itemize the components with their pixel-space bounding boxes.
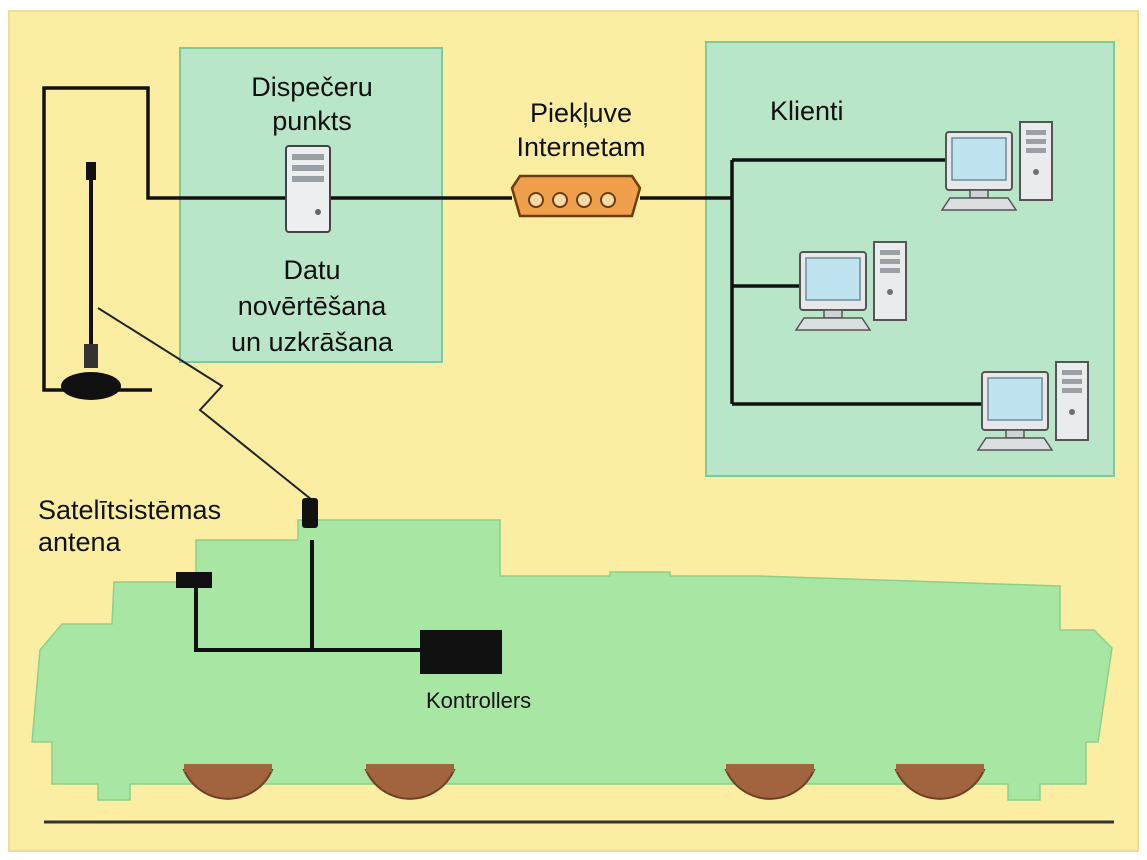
data-label-line3: un uzkrāšana xyxy=(230,327,394,357)
controller-label: Kontrollers xyxy=(426,688,532,713)
clients-label: Klienti xyxy=(770,96,844,126)
locomotive-wires xyxy=(194,540,420,652)
satellite-antenna-icon xyxy=(176,572,212,588)
data-evaluation-label: Datu novērtēšana un uzkrāšana xyxy=(192,252,432,360)
data-label-line1: Datu xyxy=(283,255,341,285)
controller-box-icon xyxy=(420,630,502,674)
locomotive-body xyxy=(31,519,1113,801)
satellite-antenna-label: Satelītsistēmas antena xyxy=(38,494,221,558)
server-icon xyxy=(285,145,331,233)
internet-label-line2: Internetam xyxy=(516,132,646,162)
clients-panel xyxy=(705,41,1115,477)
satellite-label-line1: Satelītsistēmas xyxy=(38,495,222,525)
internet-label-line1: Piekļuve xyxy=(529,98,633,128)
antenna-icon xyxy=(61,162,121,400)
dispatcher-label-line2: punkts xyxy=(272,106,352,136)
dispatcher-label: Dispečeru punkts xyxy=(200,70,424,138)
locomotive-wheels xyxy=(182,764,986,800)
data-label-line2: novērtēšana xyxy=(237,291,387,321)
router-icon xyxy=(510,174,642,218)
gsm-antenna-icon xyxy=(302,498,318,528)
dispatcher-label-line1: Dispečeru xyxy=(251,72,373,102)
network-wires xyxy=(42,86,982,540)
wireless-link-icon xyxy=(97,307,313,501)
internet-access-label: Piekļuve Internetam xyxy=(486,96,676,164)
satellite-label-line2: antena xyxy=(38,527,121,557)
